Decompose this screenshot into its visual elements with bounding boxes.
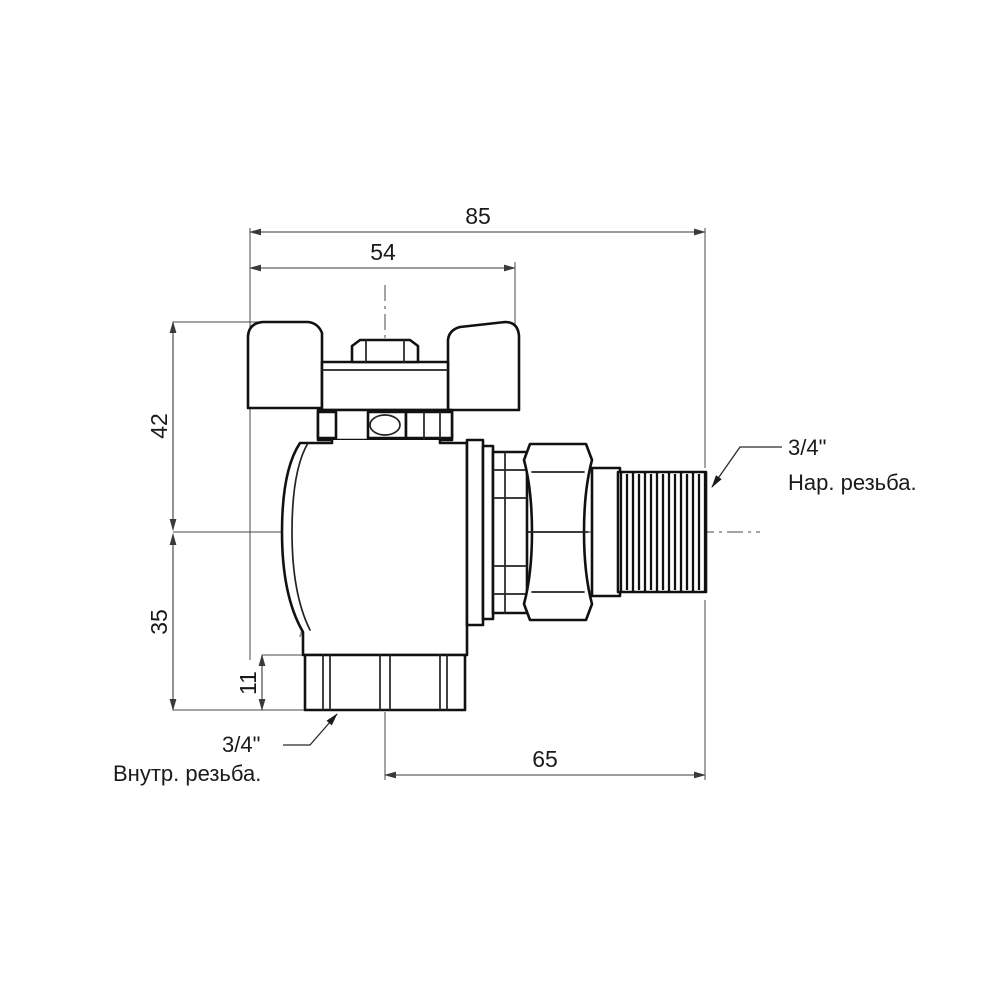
outlet-seat-rings	[465, 438, 529, 627]
handle-left-wing	[246, 320, 324, 410]
male-thread-leader	[711, 446, 782, 488]
dimension-height-upper: 42	[146, 321, 177, 531]
stem-hex-nut	[350, 338, 420, 364]
extension-lines	[173, 228, 706, 780]
dimension-label-42: 42	[146, 413, 172, 439]
dimension-handle-width: 54	[249, 239, 516, 272]
thread-shoulder	[590, 466, 622, 598]
valve-body	[280, 438, 469, 657]
callout-female-thread: 3/4" Внутр. резьба.	[113, 713, 338, 786]
male-thread-crests	[618, 471, 707, 593]
female-thread-leader	[283, 713, 338, 746]
female-thread-hex	[303, 653, 467, 712]
dimension-label-54: 54	[370, 239, 396, 265]
dimension-overall-width: 85	[249, 203, 706, 236]
handle-right-wing	[446, 320, 521, 412]
callout-female-thread-size: 3/4"	[222, 732, 260, 757]
callout-female-thread-description: Внутр. резьба.	[113, 761, 261, 786]
dimension-height-lower: 35	[146, 533, 177, 711]
valve-assembly	[246, 320, 708, 712]
dimension-label-11: 11	[235, 671, 261, 695]
callout-male-thread-description: Нар. резьба.	[788, 470, 917, 495]
body-left-relief	[291, 442, 311, 631]
dimension-label-65: 65	[532, 746, 558, 772]
dimension-label-35: 35	[146, 609, 172, 635]
dimension-outlet-length: 65	[384, 746, 706, 779]
union-hex-nut	[522, 442, 594, 622]
bonnet-side-block-right	[404, 410, 454, 440]
bonnet-side-block-left	[316, 410, 338, 440]
dimension-label-85: 85	[465, 203, 491, 229]
stem-indicator-slot	[366, 410, 408, 440]
dimension-thread-depth: 11	[235, 654, 266, 711]
callout-male-thread: 3/4" Нар. резьба.	[711, 435, 917, 495]
callout-male-thread-size: 3/4"	[788, 435, 826, 460]
